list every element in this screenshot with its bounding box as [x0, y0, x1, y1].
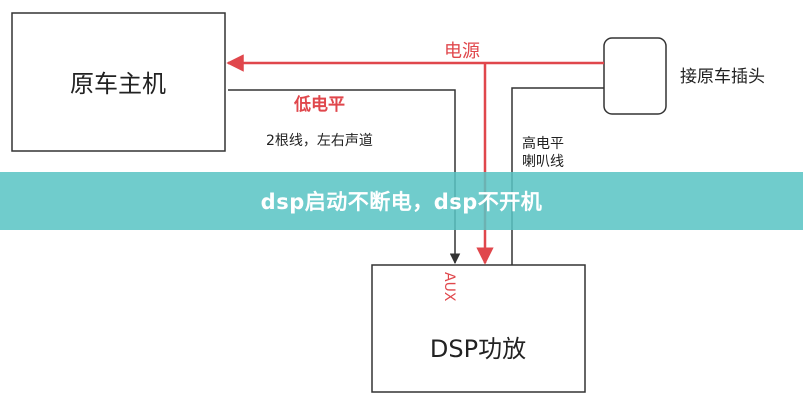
- dsp-box: [371, 264, 586, 393]
- two-wires-label: 2根线，左右声道: [266, 133, 373, 149]
- power-label: 电源: [444, 41, 480, 62]
- banner-title: dsp启动不断电，dsp不开机: [260, 190, 543, 214]
- high-level-label-line2: 喇叭线: [522, 154, 564, 170]
- low-level-label: 低电平: [293, 94, 345, 115]
- connector-box: [603, 37, 667, 115]
- connector-label: 接原车插头: [680, 67, 765, 87]
- high-level-label-line1: 高电平: [522, 135, 564, 152]
- dsp-label: DSP功放: [430, 335, 526, 363]
- head-unit-label: 原车主机: [70, 70, 166, 98]
- head-unit-box: [11, 12, 226, 152]
- title-banner: dsp启动不断电，dsp不开机: [0, 172, 803, 230]
- aux-label: AUX: [441, 272, 457, 302]
